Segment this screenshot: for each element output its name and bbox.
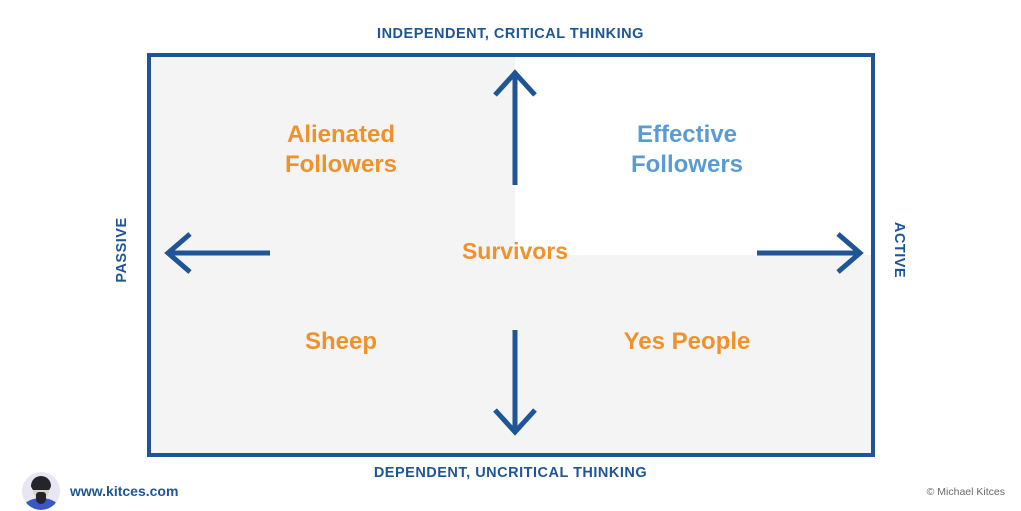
quadrant-effective-followers-background bbox=[515, 57, 871, 255]
quadrant-label-effective-followers: Effective Followers bbox=[630, 121, 744, 178]
copyright-label: © Michael Kitces bbox=[926, 486, 1005, 498]
axis-caption-right-active: ACTIVE bbox=[891, 221, 907, 279]
footer-brand[interactable]: www.kitces.com bbox=[22, 472, 178, 510]
axis-caption-bottom: DEPENDENT, UNCRITICAL THINKING bbox=[373, 465, 648, 481]
quadrant-label-yes-people: Yes People bbox=[623, 328, 751, 355]
axis-caption-left-passive: PASSIVE bbox=[114, 217, 130, 283]
brand-url-label[interactable]: www.kitces.com bbox=[70, 483, 179, 499]
quadrant-label-sheep: Sheep bbox=[304, 328, 378, 355]
center-label-survivors: Survivors bbox=[461, 238, 569, 264]
kitces-avatar-icon bbox=[22, 472, 60, 510]
axis-caption-top: INDEPENDENT, CRITICAL THINKING bbox=[377, 26, 644, 42]
quadrant-label-alienated-followers: Alienated Followers bbox=[284, 121, 398, 178]
